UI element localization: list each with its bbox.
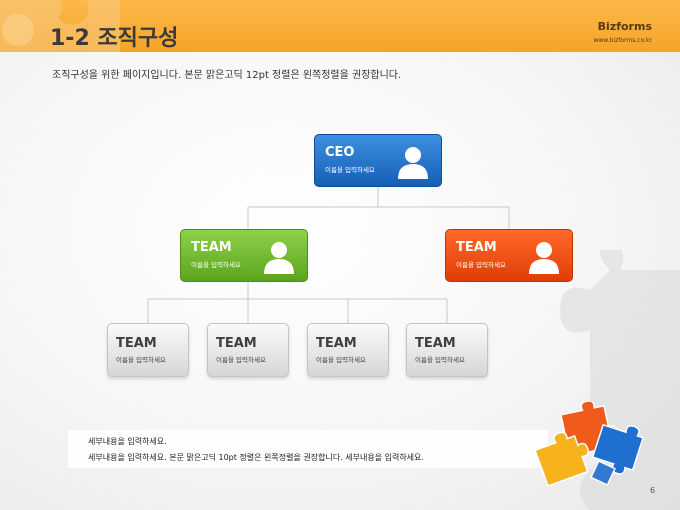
background-puzzle-icon [560,250,680,510]
sub-team-title: TEAM [216,336,257,351]
person-icon [264,242,294,274]
sub-team-box[interactable]: TEAM 이름을 입력하세요 [107,323,189,377]
team-right-name: 이름을 입력하세요 [456,261,506,269]
team-left-box[interactable]: TEAM 이름을 입력하세요 [180,229,308,282]
team-left-name: 이름을 입력하세요 [191,261,241,269]
sub-team-title: TEAM [116,336,157,351]
sub-team-title: TEAM [316,336,357,351]
sub-team-name: 이름을 입력하세요 [415,356,465,364]
sub-team-name: 이름을 입력하세요 [316,356,366,364]
sub-team-box[interactable]: TEAM 이름을 입력하세요 [207,323,289,377]
team-left-title: TEAM [191,240,232,255]
detail-note[interactable]: 세부내용을 입력하세요. 세부내용을 입력하세요. 본문 맑은고딕 10pt 정… [68,430,548,468]
sub-team-title: TEAM [415,336,456,351]
note-line-2: 세부내용을 입력하세요. 본문 맑은고딕 10pt 정렬은 왼쪽정렬을 권장합니… [88,453,424,462]
brand-url: www.bizforms.co.kr [593,37,652,44]
note-line-1: 세부내용을 입력하세요. [88,437,167,446]
team-right-title: TEAM [456,240,497,255]
header-bar: 1-2 조직구성 Bizforms www.bizforms.co.kr [0,0,680,52]
ceo-name: 이름을 입력하세요 [325,166,375,174]
puzzle-pieces-icon [536,402,645,487]
person-icon [529,242,559,274]
ceo-box[interactable]: CEO 이름을 입력하세요 [314,134,442,187]
page-number: 6 [650,486,656,495]
ceo-title: CEO [325,145,355,160]
team-right-box[interactable]: TEAM 이름을 입력하세요 [445,229,573,282]
sub-team-box[interactable]: TEAM 이름을 입력하세요 [307,323,389,377]
subtitle: 조직구성을 위한 페이지입니다. 본문 맑은고딕 12pt 정렬은 왼쪽정렬을 … [52,70,402,81]
brand-logo: Bizforms [597,20,652,33]
person-icon [398,147,428,179]
page-title: 1-2 조직구성 [50,26,179,51]
sub-team-name: 이름을 입력하세요 [216,356,266,364]
sub-team-box[interactable]: TEAM 이름을 입력하세요 [406,323,488,377]
sub-team-name: 이름을 입력하세요 [116,356,166,364]
header-puzzle-icon [0,0,120,52]
